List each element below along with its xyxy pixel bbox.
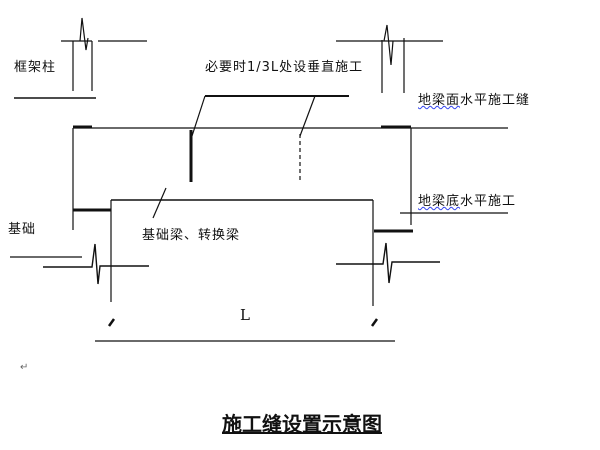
diagram-title: 施工缝设置示意图	[222, 412, 382, 436]
label-beam-top-joint: 地梁面水平施工缝	[418, 89, 530, 108]
label-foundation: 基础	[8, 222, 37, 237]
label-beam-top-b: 水平施工缝	[460, 93, 531, 108]
label-beam-top-a: 地梁面	[418, 93, 461, 108]
left-column-break	[14, 17, 147, 99]
label-vertical-joint-note: 必要时1/3L处设垂直施工	[205, 60, 364, 75]
right-column-break	[336, 24, 443, 93]
label-foundation-beam: 基础梁、转换梁	[142, 228, 241, 243]
paragraph-mark: ↵	[20, 362, 30, 373]
label-frame-column: 框架柱	[14, 60, 57, 75]
label-span: L	[240, 306, 251, 324]
label-beam-bottom-a: 地梁底	[418, 194, 461, 209]
label-beam-bottom-joint: 地梁底水平施工	[418, 190, 516, 209]
label-beam-bottom-b: 水平施工	[460, 194, 517, 209]
